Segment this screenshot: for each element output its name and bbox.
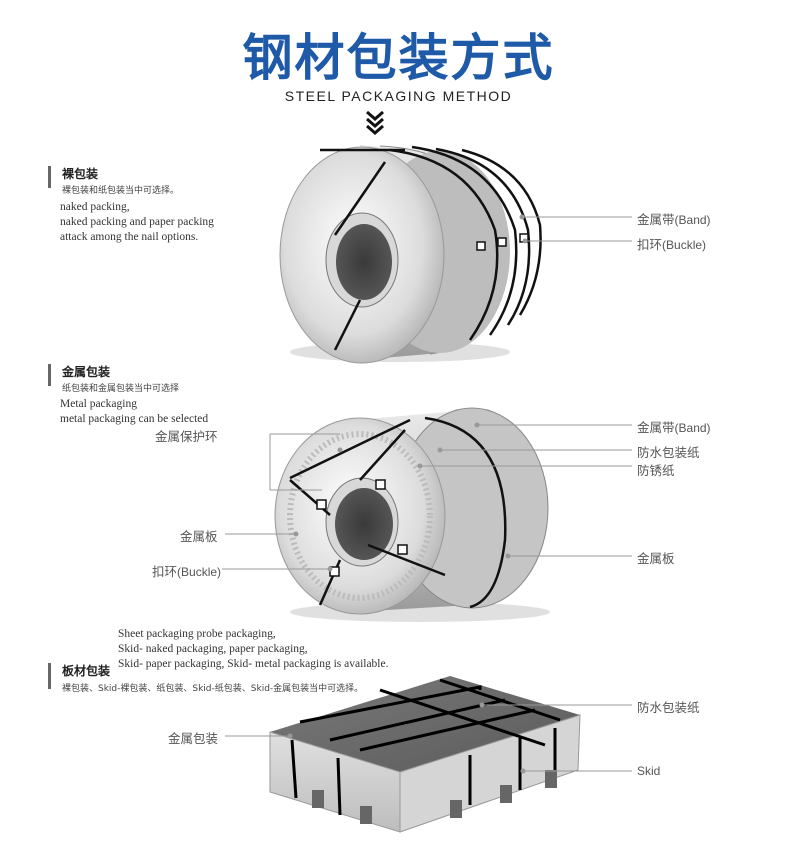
page-subtitle: STEEL PACKAGING METHOD — [284, 88, 513, 104]
sheet-en-line: Skid- naked packaging, paper packaging, — [118, 643, 308, 655]
callout-waterproof: 防水包装纸 — [637, 445, 700, 460]
sheet-section-subtitle: 裸包装、Skid-裸包装、纸包装、Skid-纸包装、Skid-金属包装当中可选择… — [62, 684, 364, 694]
callout-band: 金属带(Band) — [637, 420, 711, 435]
sheet-section-title: 板材包装 — [62, 664, 111, 678]
callout-waterproof: 防水包装纸 — [637, 700, 700, 715]
naked-en-line: attack among the nail options. — [60, 231, 199, 243]
callout-plate-right: 金属板 — [637, 551, 675, 566]
naked-section-subtitle: 裸包装和纸包装当中可选择。 — [62, 186, 180, 196]
naked-en-line: naked packing and paper packing — [60, 216, 214, 228]
naked-en-line: naked packing, — [60, 201, 130, 213]
sheet-en-line: Skid- paper packaging, Skid- metal packa… — [118, 658, 389, 670]
callout-ring: 金属保护环 — [155, 429, 218, 444]
callout-rustproof: 防锈纸 — [637, 463, 675, 478]
callout-metal-pack: 金属包装 — [168, 731, 219, 746]
callout-buckle: 扣环(Buckle) — [637, 237, 707, 252]
section-marker — [48, 364, 51, 386]
chevron-down-icon — [366, 110, 384, 135]
metal-coil-illustration — [222, 407, 632, 622]
naked-coil-illustration — [279, 145, 632, 364]
metal-section-title: 金属包装 — [62, 365, 111, 379]
section-marker — [48, 166, 51, 188]
sheet-bundle-illustration — [225, 676, 632, 833]
metal-en-line: Metal packaging — [60, 398, 137, 410]
callout-band: 金属带(Band) — [637, 212, 711, 227]
callout-plate-left: 金属板 — [180, 529, 218, 544]
callout-buckle: 扣环(Buckle) — [152, 564, 222, 579]
section-marker — [48, 663, 51, 689]
callout-skid: Skid — [637, 764, 661, 778]
metal-en-line: metal packaging can be selected — [60, 413, 209, 425]
sheet-en-line: Sheet packaging probe packaging, — [118, 628, 276, 640]
metal-section-subtitle: 纸包装和金属包装当中可选择 — [62, 384, 180, 394]
naked-section-title: 裸包装 — [62, 167, 99, 181]
page-title: 钢材包装方式 — [242, 29, 555, 87]
